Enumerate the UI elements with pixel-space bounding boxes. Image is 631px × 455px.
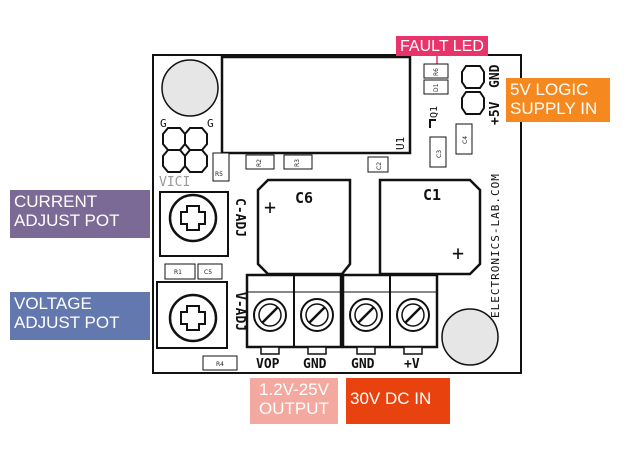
ic-u1-outline	[220, 55, 412, 155]
output-callout-line2: OUTPUT	[259, 399, 329, 418]
c2-label: C2	[376, 162, 383, 170]
c5-label: C5	[204, 269, 212, 276]
logic-header	[461, 65, 485, 115]
logic-supply-callout: 5V LOGIC SUPPLY IN	[506, 78, 610, 122]
r5-outline	[212, 152, 230, 182]
voltage-pot-callout: VOLTAGE ADJUST POT	[10, 292, 150, 340]
voltage-pot-screw	[180, 305, 206, 331]
voltage-pot-callout-line2: ADJUST POT	[14, 313, 120, 332]
q1-label: Q1	[429, 106, 440, 118]
mounting-hole-bottom-right	[441, 308, 499, 366]
current-pot-callout-line2: ADJUST POT	[14, 211, 120, 230]
pad-g-right-label: G	[207, 117, 214, 130]
terminal-block-output	[245, 273, 343, 349]
c3-label: C3	[436, 150, 443, 158]
terminal-label-vop: VOP	[256, 357, 280, 372]
c5-outline	[197, 263, 223, 280]
r3-label: R3	[294, 159, 301, 167]
vici-label: VICI	[159, 175, 190, 190]
r6-label: R6	[433, 68, 440, 76]
dc-in-callout: 30V DC IN	[346, 378, 450, 424]
voltage-pot-callout-line1: VOLTAGE	[14, 294, 92, 313]
terminal-label-vplus: +V	[404, 357, 420, 372]
pad-g-left-label: G	[160, 117, 167, 130]
header-5v-label: +5V	[488, 101, 503, 125]
ic-u1-label: U1	[394, 137, 407, 150]
dc-in-callout-text: 30V DC IN	[350, 389, 432, 408]
c4-outline	[455, 123, 473, 155]
c3-outline	[429, 136, 447, 168]
r4-outline	[202, 355, 238, 371]
c-adj-label: C-ADJ	[232, 198, 247, 237]
current-pot-screw	[180, 205, 206, 231]
g-pads	[162, 127, 208, 173]
c2-outline	[367, 156, 389, 173]
r4-label: R4	[216, 361, 224, 368]
r6-outline	[423, 63, 449, 79]
r5-label: R5	[215, 171, 223, 178]
output-callout-line1: 1.2V-25V	[259, 380, 329, 399]
c4-label: C4	[462, 136, 469, 144]
logic-supply-callout-line1: 5V LOGIC	[510, 80, 589, 99]
c6-label: C6	[295, 189, 313, 207]
q1-outline	[429, 119, 436, 128]
terminal-pins	[260, 346, 423, 355]
r2-label: R2	[256, 159, 263, 167]
terminal-label-gnd-out: GND	[303, 357, 327, 372]
terminal-label-gnd-in: GND	[351, 357, 375, 372]
v-adj-label: V-ADJ	[232, 292, 247, 331]
fault-led-callout: FAULT LED	[396, 36, 488, 56]
mounting-hole-top-left	[161, 59, 219, 117]
c1-polarity: +	[452, 241, 464, 265]
d1-label: D1	[433, 83, 440, 92]
terminal-block-input	[341, 273, 439, 349]
website-label: ELECTRONICS-LAB.COM	[489, 173, 502, 318]
r2-outline	[245, 154, 275, 170]
header-gnd-label: GND	[488, 64, 503, 88]
c1-label: C1	[423, 186, 441, 204]
c6-polarity: +	[264, 195, 276, 219]
current-pot-callout-line1: CURRENT	[14, 192, 98, 211]
r1-outline	[164, 263, 196, 280]
d1-outline	[423, 79, 449, 95]
logic-supply-callout-line2: SUPPLY IN	[510, 99, 598, 118]
output-callout: 1.2V-25V OUTPUT	[250, 378, 338, 424]
fault-led-callout-text: FAULT LED	[400, 38, 484, 55]
r3-outline	[283, 154, 313, 170]
r1-label: R1	[174, 269, 182, 276]
current-pot-callout: CURRENT ADJUST POT	[10, 190, 150, 238]
